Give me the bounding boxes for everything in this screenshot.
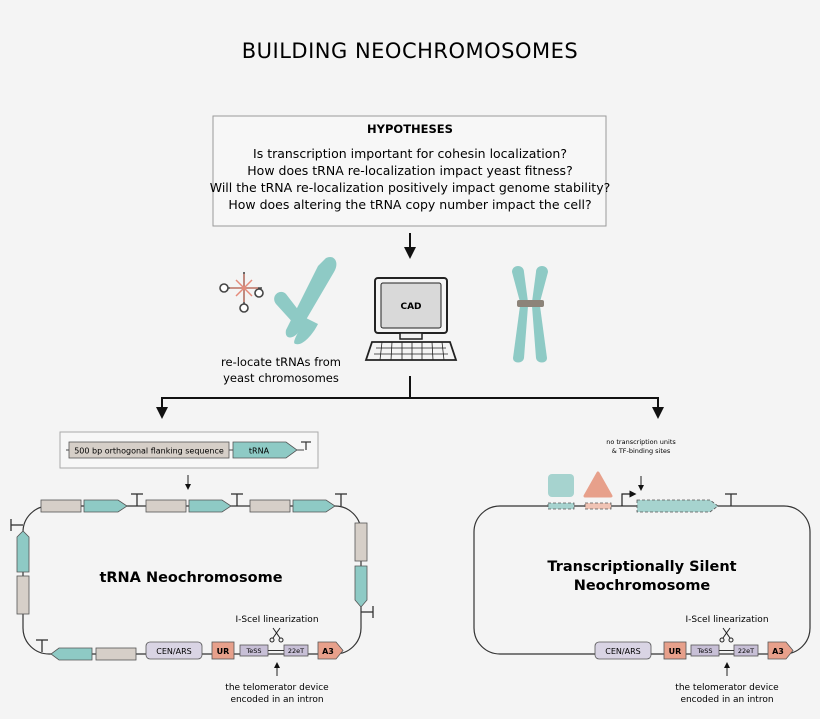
computer-icon: CAD xyxy=(364,277,458,361)
relocate-caption-line2: yeast chromosomes xyxy=(223,371,339,385)
hypotheses-heading: HYPOTHESES xyxy=(367,122,453,136)
ur-label: UR xyxy=(217,647,230,656)
hypothesis-line: Will the tRNA re-localization positively… xyxy=(210,180,611,195)
cen-ars-label: CEN/ARS xyxy=(605,647,640,656)
trna-neochromosome-circuit: CEN/ARS UR TeSS 22eT A3 tRNA Neochromoso… xyxy=(10,493,374,705)
tess-label: TeSS xyxy=(245,647,261,655)
linearization-label: I-SceI linearization xyxy=(235,615,318,625)
no-tu-note-line1: no transcription units xyxy=(606,438,676,446)
computer-screen-label: CAD xyxy=(400,302,421,312)
scissors-icon xyxy=(269,627,284,643)
insert-construct-box: 500 bp orthogonal flanking sequence tRNA xyxy=(59,431,319,469)
silent-neochromosome-title-line2: Neochromosome xyxy=(574,578,711,594)
device-note-line1: the telomerator device xyxy=(675,683,779,693)
chromosome-tilted-icon xyxy=(274,256,337,345)
relocate-caption-line1: re-locate tRNAs from xyxy=(221,355,341,369)
device-note-line2: encoded in an intron xyxy=(230,695,323,705)
hypothesis-line: Is transcription important for cohesin l… xyxy=(253,146,567,161)
split-arrow-icon xyxy=(156,376,664,419)
silent-neochromosome-title-line1: Transcriptionally Silent xyxy=(547,559,736,575)
linearization-label: I-SceI linearization xyxy=(685,615,768,625)
chromosome-banded-icon xyxy=(512,266,548,363)
tel-label: 22eT xyxy=(738,647,754,655)
tess-label: TeSS xyxy=(696,647,712,655)
trna-neochromosome-title: tRNA Neochromosome xyxy=(99,570,282,586)
device-note-line2: encoded in an intron xyxy=(680,695,773,705)
promoter-arrow-icon xyxy=(621,490,637,506)
ur-label: UR xyxy=(669,647,682,656)
cen-ars-label: CEN/ARS xyxy=(156,647,191,656)
hypotheses-box: HYPOTHESES Is transcription important fo… xyxy=(210,115,611,227)
scissors-icon xyxy=(719,627,734,643)
a3-label: A3 xyxy=(322,647,334,656)
a3-label: A3 xyxy=(772,647,784,656)
page-title: BUILDING NEOCHROMOSOMES xyxy=(242,39,579,63)
tf-square-icon xyxy=(548,474,574,497)
hypothesis-line: How does tRNA re-localization impact yea… xyxy=(247,163,572,178)
trna-label: tRNA xyxy=(249,447,270,456)
no-tu-note-line2: & TF-binding sites xyxy=(612,447,671,455)
flank-label: 500 bp orthogonal flanking sequence xyxy=(74,447,224,456)
tf-triangle-icon xyxy=(583,471,613,498)
hypothesis-line: How does altering the tRNA copy number i… xyxy=(228,197,591,212)
trna-cloverleaf-icon xyxy=(219,272,264,313)
tel-label: 22eT xyxy=(288,647,304,655)
device-note-line1: the telomerator device xyxy=(225,683,329,693)
silent-neochromosome-circuit: no transcription units & TF-binding site… xyxy=(473,438,811,705)
